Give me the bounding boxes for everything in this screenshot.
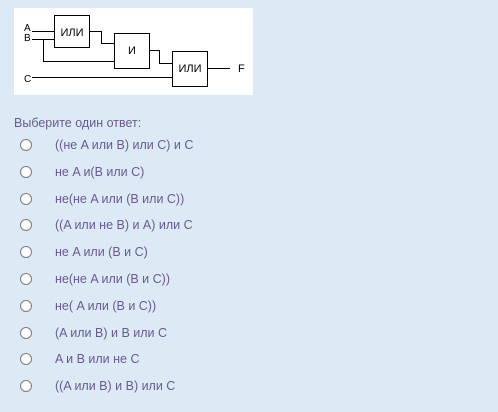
answer-label[interactable]: A и B или не C xyxy=(55,352,140,367)
answer-label[interactable]: не(не A или (B или C)) xyxy=(55,191,185,206)
answer-option-8[interactable]: (A или B) и B или C xyxy=(0,321,498,348)
answer-option-9[interactable]: A и B или не C xyxy=(0,347,498,374)
answer-option-1[interactable]: ((не A или B) или C) и C xyxy=(0,133,498,160)
output-label: F xyxy=(238,63,245,75)
answer-option-4[interactable]: ((A или не B) и A) или C xyxy=(0,213,498,240)
answer-list: ((не A или B) или C) и C не A и(B или C)… xyxy=(0,133,498,401)
radio-button[interactable] xyxy=(20,299,32,312)
or-gate-2 xyxy=(172,51,208,87)
answer-label[interactable]: не A или (B и C) xyxy=(55,245,148,260)
wire-and-to-or2 xyxy=(150,50,172,64)
circuit-svg: A B C ИЛИ И ИЛИ F xyxy=(24,15,245,87)
radio-button[interactable] xyxy=(20,246,32,259)
radio-button[interactable] xyxy=(20,272,32,285)
radio-button[interactable] xyxy=(20,165,32,178)
answer-label[interactable]: не( A или (B и C)) xyxy=(55,298,157,313)
logic-circuit-diagram: A B C ИЛИ И ИЛИ F xyxy=(14,8,253,95)
input-c-label: C xyxy=(24,74,31,85)
answer-option-3[interactable]: не(не A или (B или C)) xyxy=(0,187,498,214)
answer-label[interactable]: не A и(B или C) xyxy=(55,164,145,179)
or-gate-1-label: ИЛИ xyxy=(60,27,83,39)
wire-b-to-and xyxy=(43,39,114,62)
input-a-label: A xyxy=(24,23,31,34)
answer-option-7[interactable]: не( A или (B и C)) xyxy=(0,294,498,321)
radio-button[interactable] xyxy=(20,219,32,232)
input-b-label: B xyxy=(24,33,31,44)
radio-button[interactable] xyxy=(20,326,32,339)
and-gate-label: И xyxy=(128,45,136,57)
radio-button[interactable] xyxy=(20,353,32,366)
answer-label[interactable]: ((не A или B) или C) и C xyxy=(55,138,194,152)
answer-label[interactable]: ((A или не B) и A) или C xyxy=(55,218,193,233)
answer-label[interactable]: (A или B) и B или C xyxy=(55,325,168,340)
radio-button[interactable] xyxy=(20,380,32,393)
answer-label[interactable]: ((A или B) и B) или C xyxy=(55,379,176,394)
answer-option-6[interactable]: не(не A или (B и C)) xyxy=(0,267,498,294)
question-prompt: Выберите один ответ: xyxy=(14,116,142,130)
or-gate-1 xyxy=(54,15,90,48)
answer-option-5[interactable]: не A или (B и C) xyxy=(0,240,498,267)
answer-option-10[interactable]: ((A или B) и B) или C xyxy=(0,374,498,401)
answer-label[interactable]: не(не A или (B и C)) xyxy=(55,271,170,286)
or-gate-2-label: ИЛИ xyxy=(178,63,201,75)
answer-option-2[interactable]: не A и(B или C) xyxy=(0,160,498,187)
wire-or1-to-and xyxy=(90,31,114,44)
and-gate xyxy=(114,33,150,69)
radio-button[interactable] xyxy=(20,139,32,151)
circuit-wires xyxy=(32,15,230,87)
radio-button[interactable] xyxy=(20,192,32,205)
